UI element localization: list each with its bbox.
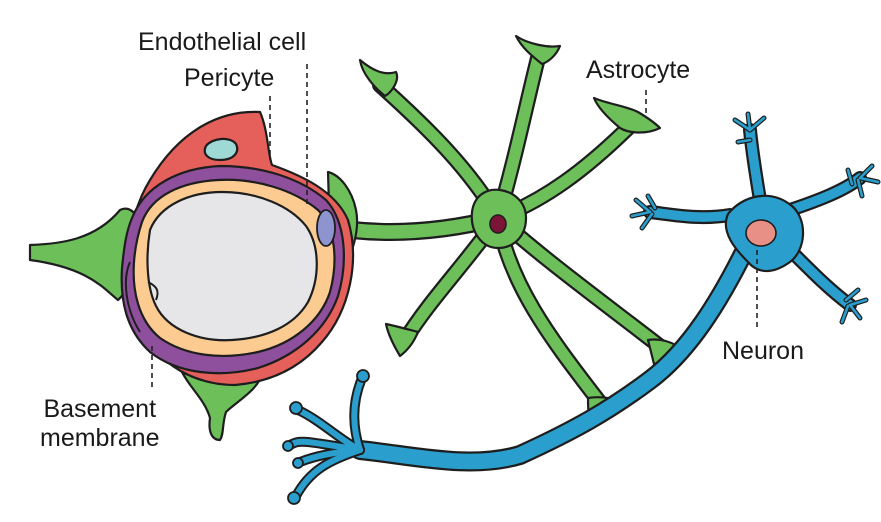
leader-lines (151, 64, 758, 390)
label-endothelial-cell: Endothelial cell (138, 28, 307, 56)
label-pericyte: Pericyte (184, 64, 275, 92)
astrocyte (343, 34, 684, 424)
label-basement-membrane: Basement membrane (40, 395, 160, 453)
blood-vessel (28, 110, 359, 442)
endothelial-nucleus (316, 209, 336, 247)
vessel-lumen (146, 190, 318, 342)
neuron-nucleus (745, 219, 777, 247)
axon-terminals (282, 369, 370, 505)
neuron-axon (352, 242, 753, 470)
label-basement-line1: Basement (43, 395, 157, 423)
neuron (282, 111, 881, 505)
astrocyte-nucleus (489, 214, 507, 234)
label-neuron: Neuron (722, 337, 804, 365)
label-basement-line2: membrane (40, 423, 160, 452)
label-astrocyte: Astrocyte (586, 56, 691, 84)
pericyte-nucleus (203, 137, 239, 162)
astrocyte-process-lower (492, 212, 610, 414)
neuron-dendrites (629, 111, 881, 325)
